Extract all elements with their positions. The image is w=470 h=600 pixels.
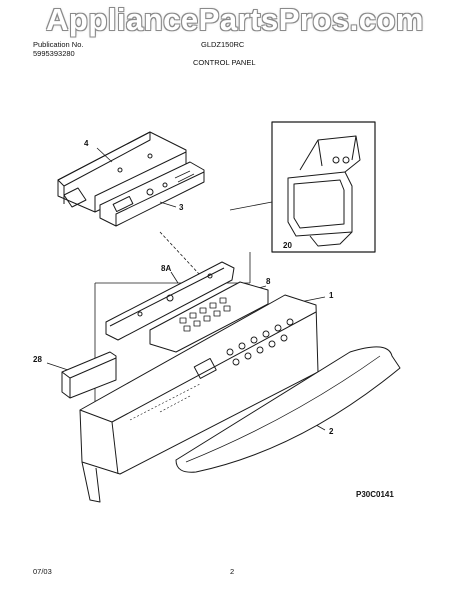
part-control-board xyxy=(99,161,205,227)
diagram-code: P30C0141 xyxy=(356,490,394,499)
watermark-logo: AppliancePartsPros.com xyxy=(46,2,424,37)
page-number: 2 xyxy=(230,567,235,576)
callout-dispenser: 20 xyxy=(283,241,292,250)
part-dispenser xyxy=(287,135,361,247)
part-trim xyxy=(105,261,235,341)
callout-trim: 8A xyxy=(161,264,171,273)
callout-control-board: 3 xyxy=(179,203,184,212)
section-title: CONTROL PANEL xyxy=(193,58,256,67)
model-number: GLDZ150RC xyxy=(201,40,245,49)
inset-box xyxy=(271,121,376,253)
part-handle xyxy=(175,346,401,473)
callout-cover: 28 xyxy=(33,355,42,364)
publication-number: 5995393280 xyxy=(33,49,75,58)
part-bracket xyxy=(57,131,187,213)
part-cover xyxy=(61,351,117,399)
callout-bracket: 4 xyxy=(84,139,89,148)
publication-label: Publication No. xyxy=(33,40,84,49)
callout-handle: 2 xyxy=(329,427,334,436)
callout-panel: 1 xyxy=(329,291,334,300)
callout-keypad: 8 xyxy=(266,277,271,286)
footer-date: 07/03 xyxy=(33,567,52,576)
